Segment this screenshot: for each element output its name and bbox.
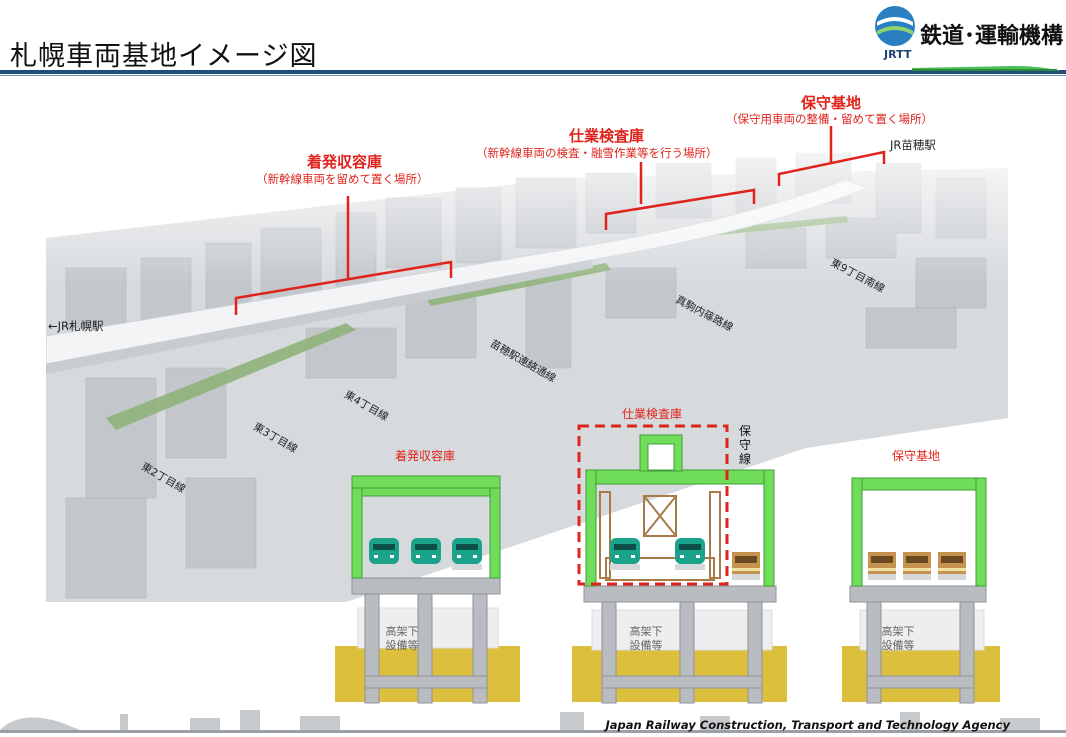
section-title-arrival-storage: 着発収容庫: [307, 153, 383, 171]
jrtt-logo-icon: [875, 6, 915, 46]
title-rule-thin: [0, 75, 1066, 76]
footer-agency-name: Japan Railway Construction, Transport an…: [605, 718, 1011, 732]
cross-section-title-left: 着発収容庫: [395, 449, 456, 463]
under-viaduct-label-left: 高架下 設備等: [382, 625, 422, 653]
logo-abbr: JRTT: [884, 48, 912, 61]
cross-section-title-right: 保守基地: [892, 449, 941, 463]
under-label-line1: 高架下: [881, 625, 915, 638]
cross-section-diagrams: [335, 424, 1000, 704]
section-subtitle-inspection-shed: （新幹線車両の検査・融雪作業等を行う場所）: [476, 146, 718, 160]
under-label-line2: 設備等: [385, 639, 419, 652]
section-subtitle-maintenance-base: （保守用車両の整備・留めて置く場所）: [726, 112, 933, 126]
section-title-inspection-shed: 仕業検査庫: [569, 127, 645, 145]
under-viaduct-label-middle: 高架下 設備等: [626, 625, 666, 653]
section-subtitle-arrival-storage: （新幹線車両を留めて置く場所）: [256, 172, 429, 186]
logo-name: 鉄道･運輸機構: [920, 24, 1064, 49]
under-viaduct-label-right: 高架下 設備等: [878, 625, 918, 653]
under-label-line2: 設備等: [629, 639, 663, 652]
under-label-line1: 高架下: [629, 625, 663, 638]
footer-skyline-decoration: [0, 710, 1066, 733]
title-rule: [0, 70, 1066, 74]
page-title: 札幌車両基地イメージ図: [10, 41, 318, 72]
section-title-maintenance-base: 保守基地: [801, 94, 862, 112]
station-label-sapporo: ←JR札幌駅: [48, 319, 104, 333]
aerial-city-illustration: [46, 118, 1008, 602]
cross-section-title-middle: 仕業検査庫: [622, 407, 683, 421]
under-label-line1: 高架下: [385, 625, 419, 638]
maintenance-line-label: 保守線: [739, 424, 752, 466]
station-label-naebo: JR苗穂駅: [890, 138, 936, 152]
shinkansen-logo-icon: [912, 66, 1060, 71]
under-label-line2: 設備等: [881, 639, 915, 652]
